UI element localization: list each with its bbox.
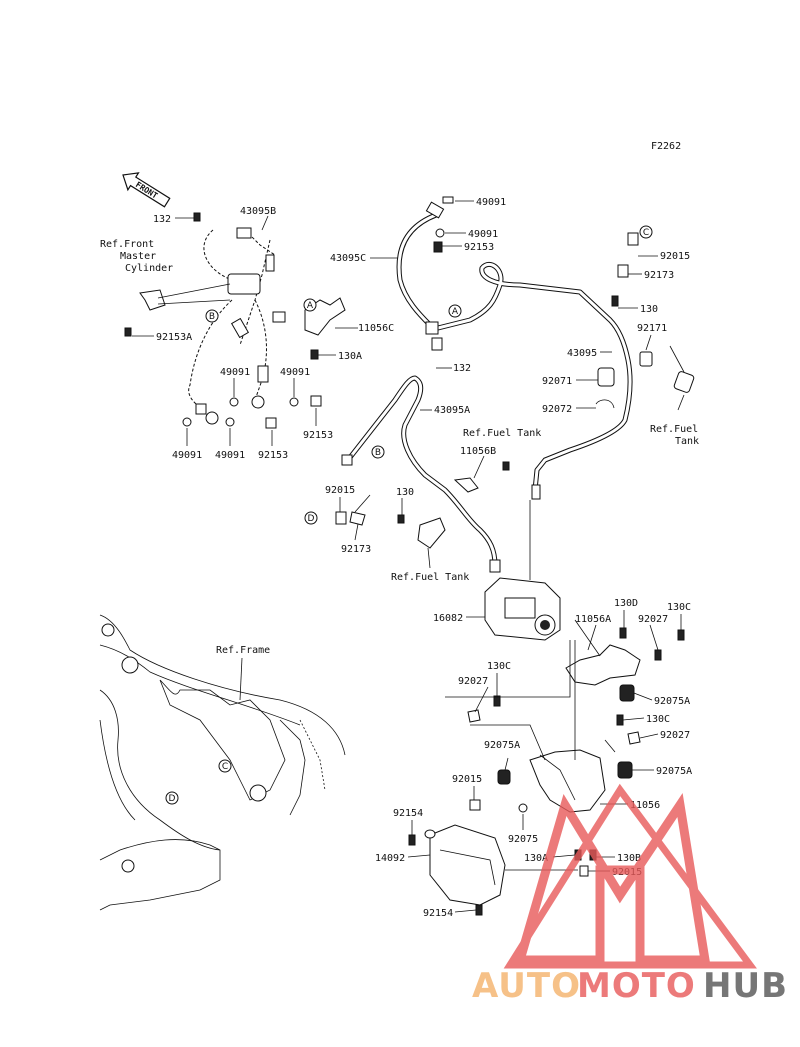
ref-frame: Ref.Frame (216, 645, 270, 656)
watermark-moto: MOTO (577, 966, 696, 1006)
circle-ref-c1: C (639, 225, 653, 239)
callout-49091-b: 49091 (280, 367, 310, 378)
callout-92075a-a: 92075A (654, 696, 690, 707)
svg-text:D: D (308, 514, 315, 524)
callout-43095b: 43095B (240, 206, 276, 217)
callout-92027-b: 92027 (458, 676, 488, 687)
callout-130c-b: 130C (487, 661, 511, 672)
callout-92015-a: 92015 (660, 251, 690, 262)
callout-130c-c: 130C (646, 714, 670, 725)
circle-ref-b1: B (205, 309, 219, 323)
circle-ref-b2: B (371, 445, 385, 459)
callout-49091-a: 49091 (220, 367, 250, 378)
svg-text:B: B (209, 312, 215, 322)
circle-ref-c2: C (218, 759, 232, 773)
svg-text:D: D (169, 794, 176, 804)
callout-130-b: 130 (396, 487, 414, 498)
callout-92173-a: 92173 (644, 270, 674, 281)
callout-130-a: 130 (640, 304, 658, 315)
callout-92027-a: 92027 (638, 614, 668, 625)
callout-92153-a: 92153 (303, 430, 333, 441)
frame-outline (99, 614, 346, 911)
front-arrow: FRONT (122, 172, 171, 208)
callout-92153-b: 92153 (258, 450, 288, 461)
brake-pipes (335, 196, 695, 573)
callout-49091-d: 49091 (215, 450, 245, 461)
callout-43095: 43095 (567, 348, 597, 359)
ref-fuel-tank-mid: Ref.Fuel Tank (463, 428, 541, 439)
callout-92072: 92072 (542, 404, 572, 415)
callout-132-b: 132 (453, 363, 471, 374)
ref-master-line3: Cylinder (125, 263, 173, 274)
svg-text:B: B (375, 448, 381, 458)
watermark-hub: HUB (703, 966, 788, 1006)
callout-92015-c: 92015 (452, 774, 482, 785)
svg-text:A: A (452, 307, 459, 317)
callout-92153-c: 92153 (464, 242, 494, 253)
callout-92171: 92171 (637, 323, 667, 334)
callout-130c-a: 130C (667, 602, 691, 613)
callout-11056b: 11056B (460, 446, 496, 457)
callout-49091-e: 49091 (476, 197, 506, 208)
callout-130b: 130B (617, 853, 641, 864)
callout-49091-f: 49091 (468, 229, 498, 240)
svg-text:C: C (222, 762, 228, 772)
ref-fuel-right-line1: Ref.Fuel (650, 424, 698, 435)
ref-fuel-right-line2: Tank (675, 436, 699, 447)
callout-92027-c: 92027 (660, 730, 690, 741)
callout-43095c: 43095C (330, 253, 366, 264)
circle-ref-a2: A (303, 298, 317, 312)
ref-master-line1: Ref.Front (100, 239, 154, 250)
callout-92153a: 92153A (156, 332, 192, 343)
callout-11056c: 11056C (358, 323, 394, 334)
callout-130d: 130D (614, 598, 638, 609)
ref-master-line2: Master (120, 251, 156, 262)
callout-92173-b: 92173 (341, 544, 371, 555)
callout-92075a-b: 92075A (484, 740, 520, 751)
callout-labels: 132 43095B Ref.Front Master Cylinder 921… (100, 197, 699, 919)
callout-132-top: 132 (153, 214, 171, 225)
figure-code: F2262 (651, 141, 681, 152)
watermark-logo: AUTO MOTO HUB (472, 783, 788, 1006)
callout-130a-top: 130A (338, 351, 362, 362)
callout-92154-b: 92154 (423, 908, 453, 919)
callout-130a-b: 130A (524, 853, 548, 864)
callout-92075: 92075 (508, 834, 538, 845)
abs-unit-group (408, 500, 685, 916)
callout-11056: 11056 (630, 800, 660, 811)
ref-fuel-tank-low: Ref.Fuel Tank (391, 572, 469, 583)
circle-ref-d2: D (165, 791, 179, 805)
callout-14092: 14092 (375, 853, 405, 864)
callout-43095a: 43095A (434, 405, 470, 416)
front-hose-group (124, 212, 346, 429)
svg-text:C: C (643, 228, 649, 238)
callout-92015-b: 92015 (325, 485, 355, 496)
callout-92075a-c: 92075A (656, 766, 692, 777)
leader-lines (132, 200, 685, 913)
callout-16082: 16082 (433, 613, 463, 624)
circle-ref-a1: A (448, 304, 462, 318)
circle-ref-d1: D (304, 511, 318, 525)
svg-text:A: A (307, 301, 314, 311)
callout-92071: 92071 (542, 376, 572, 387)
watermark-auto: AUTO (472, 966, 581, 1006)
callout-11056a: 11056A (575, 614, 611, 625)
callout-92154-a: 92154 (393, 808, 423, 819)
callout-49091-c: 49091 (172, 450, 202, 461)
